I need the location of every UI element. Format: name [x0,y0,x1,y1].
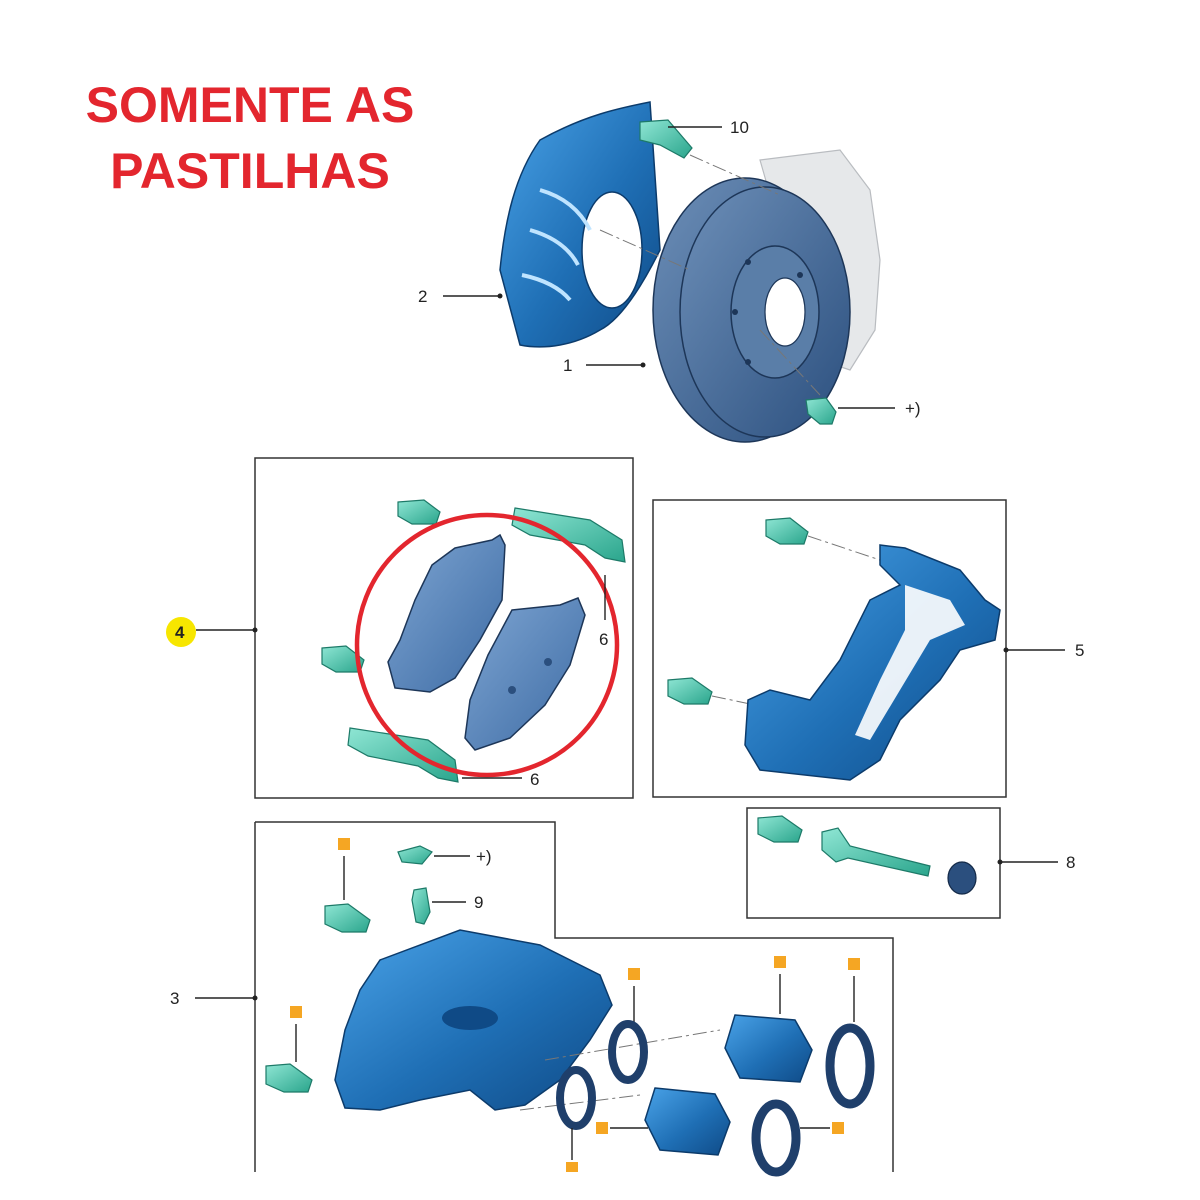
dust-boot-upper [825,1023,875,1109]
banner-line-1: SOMENTE AS [85,77,415,133]
caliper-bolt-upper [324,903,371,933]
bleeder-screw [411,887,431,925]
marker-square [566,1162,578,1172]
callout-6-upper: 6 [599,630,608,649]
hub-bolt [639,119,693,159]
dust-shield [499,101,661,348]
guide-pin-bolt [757,815,803,843]
dust-boot-lower [751,1099,801,1177]
callout-10: 10 [730,118,749,137]
guide-pin [821,827,931,877]
marker-square [338,838,350,850]
guide-pin-boot [947,861,977,895]
callout-6-lower: 6 [530,770,539,789]
anti-rattle-clip-lower [347,727,459,783]
caliper-carrier [744,544,1001,781]
brake-pad-outer [387,533,506,693]
caliper-piston-lower [644,1087,731,1156]
piston-seal-upper [608,1020,648,1084]
callout-9: 9 [474,893,483,912]
callout-2: 2 [418,287,427,306]
marker-square [832,1122,844,1134]
marker-square [628,968,640,980]
callout-4: 4 [175,623,185,642]
pad-kit-badge [166,617,196,647]
piston-seal-lower [556,1066,596,1130]
anti-rattle-clip-upper [511,507,626,563]
marker-square [290,1006,302,1018]
disc-retaining-screw [805,397,837,425]
brake-disc [652,177,851,443]
callout-1: 1 [563,356,572,375]
title-banner: SOMENTE AS PASTILHAS [40,72,460,204]
carrier-bolt-lower [667,677,713,705]
bleeder-cap [397,845,433,865]
caliper-housing [334,929,613,1111]
caliper-piston-upper [724,1014,813,1083]
marker-square [596,1122,608,1134]
marker-square [774,956,786,968]
pad-kit-bolt-upper [397,499,441,525]
carrier-bolt-upper [765,517,809,545]
callout-bleeder-cap: +) [476,847,492,866]
banner-line-2: PASTILHAS [110,143,390,199]
brake-pad-inner [464,597,586,751]
highlight-circle [354,512,620,778]
callout-disc-screw: +) [905,399,921,418]
callout-3: 3 [170,989,179,1008]
caliper-bolt-lower [265,1063,313,1093]
marker-square [848,958,860,970]
callout-8: 8 [1066,853,1075,872]
callout-5: 5 [1075,641,1084,660]
